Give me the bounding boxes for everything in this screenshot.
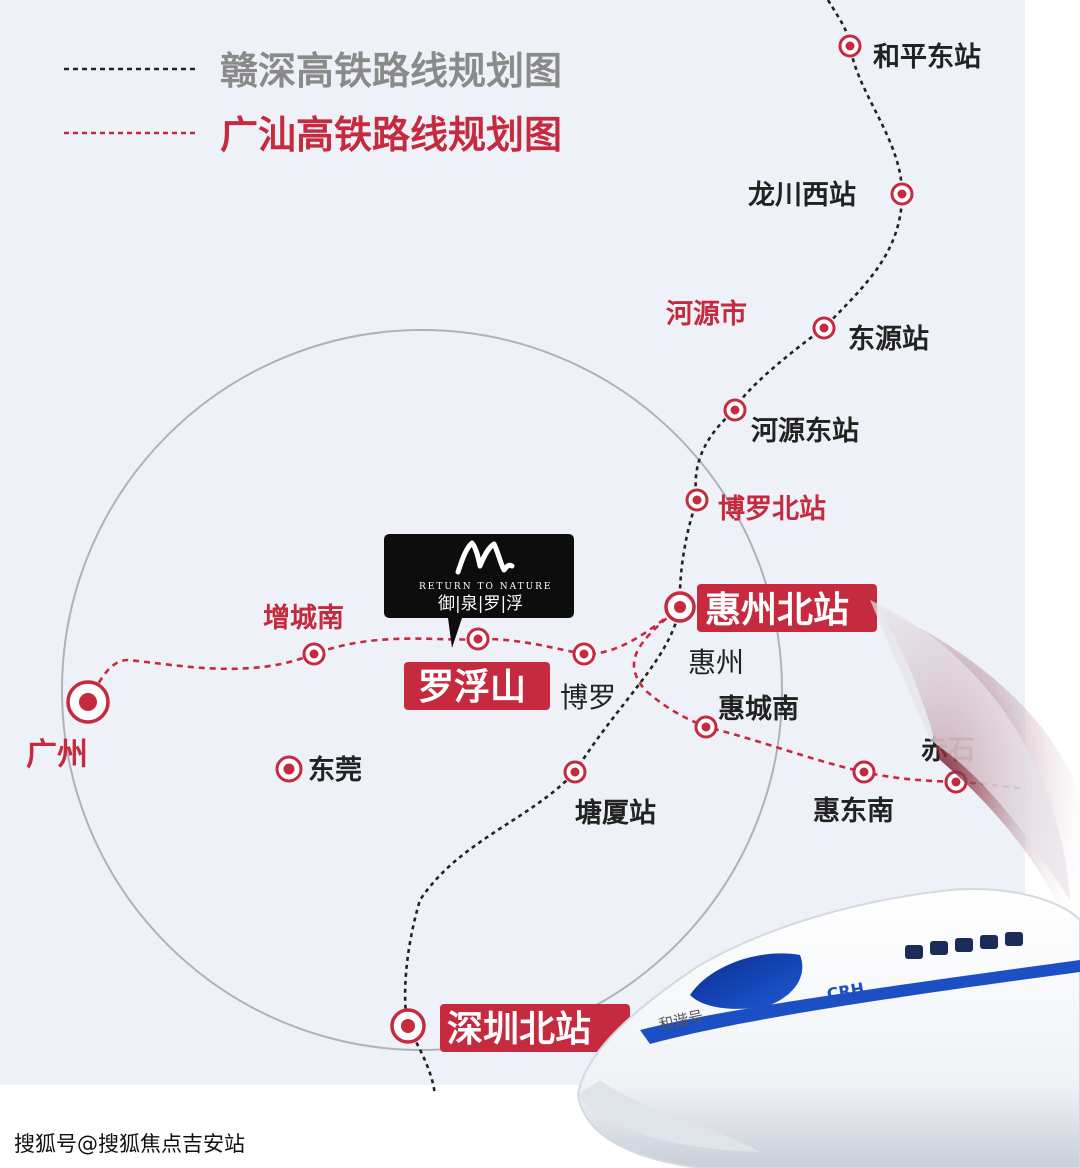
- station-marker-heyuan-dong: [723, 398, 747, 422]
- station-markers: [275, 34, 968, 794]
- logo-name: 御|泉|罗|浮: [438, 594, 523, 614]
- hub-marker-huizhou-bei: [664, 591, 696, 623]
- station-marker-huicheng-nan: [694, 715, 718, 739]
- speed-trail-light: [870, 600, 1070, 900]
- station-marker-dongguan: [275, 755, 303, 783]
- label-heping-dong: 和平东站: [873, 41, 981, 73]
- label-zengcheng-nan: 增城南: [263, 602, 344, 634]
- legend: 赣深高铁路线规划图 广汕高铁路线规划图: [64, 49, 562, 157]
- logo-tagline: RETURN TO NATURE: [419, 582, 553, 592]
- coverage-circle: [61, 329, 783, 1051]
- train-illustration: CRH 和谐号: [576, 600, 1080, 1168]
- station-marker-dongyuan: [812, 316, 836, 340]
- train-windshield: [690, 953, 803, 1009]
- label-luofushan: 罗浮山: [418, 667, 526, 708]
- label-dongguan: 东莞: [308, 754, 362, 786]
- station-marker-luofushan: [466, 627, 490, 651]
- station-marker-zengcheng-nan: [302, 642, 326, 666]
- hub-box-luofushan: 罗浮山: [404, 662, 550, 710]
- station-marker-heping: [838, 34, 862, 58]
- project-logo-callout: RETURN TO NATURE 御|泉|罗|浮: [384, 534, 574, 648]
- hub-marker-shenzhen-bei: [390, 1008, 426, 1044]
- ganshen-rail-line: [403, 0, 904, 1096]
- hub-marker-guangzhou: [66, 680, 110, 724]
- label-huicheng-nan: 惠城南: [718, 694, 799, 725]
- label-heyuan-shi: 河源市: [666, 298, 747, 330]
- station-marker-boluo: [572, 642, 596, 666]
- label-huizhou: 惠州: [688, 646, 744, 679]
- watermark: 搜狐号@搜狐焦点吉安站: [14, 1132, 245, 1156]
- label-longchuan-xi: 龙川西站: [748, 180, 856, 211]
- label-huizhou-bei: 惠州北站: [705, 590, 849, 631]
- mountain-logo-icon: [455, 540, 515, 575]
- hub-box-huizhou-bei: 惠州北站: [697, 584, 877, 632]
- label-dongyuan: 东源站: [848, 323, 929, 355]
- station-marker-huidong-nan: [852, 760, 876, 784]
- label-guangzhou: 广州: [26, 737, 88, 773]
- label-huidong-nan: 惠东南: [813, 795, 894, 827]
- label-boluo-bei: 博罗北站: [718, 493, 826, 525]
- train-nose-shadow: [578, 1080, 760, 1152]
- train-side-windows: [905, 932, 1023, 959]
- train-blue-stripe: [640, 960, 1080, 1044]
- station-marker-tangxia: [563, 760, 587, 784]
- legend-label-ganshen: 赣深高铁路线规划图: [220, 49, 562, 93]
- station-marker-boluo-bei: [685, 488, 709, 512]
- label-tangxia: 塘厦站: [575, 797, 656, 829]
- hub-box-shenzhen-bei: 深圳北站: [440, 1004, 630, 1052]
- station-marker-longchuan: [890, 182, 914, 206]
- train-body: [576, 888, 1080, 1168]
- label-heyuan-dong: 河源东站: [751, 415, 859, 447]
- legend-label-guangshan: 广汕高铁路线规划图: [220, 113, 562, 157]
- label-boluo: 博罗: [560, 681, 616, 714]
- label-shenzhen-bei: 深圳北站: [447, 1009, 591, 1050]
